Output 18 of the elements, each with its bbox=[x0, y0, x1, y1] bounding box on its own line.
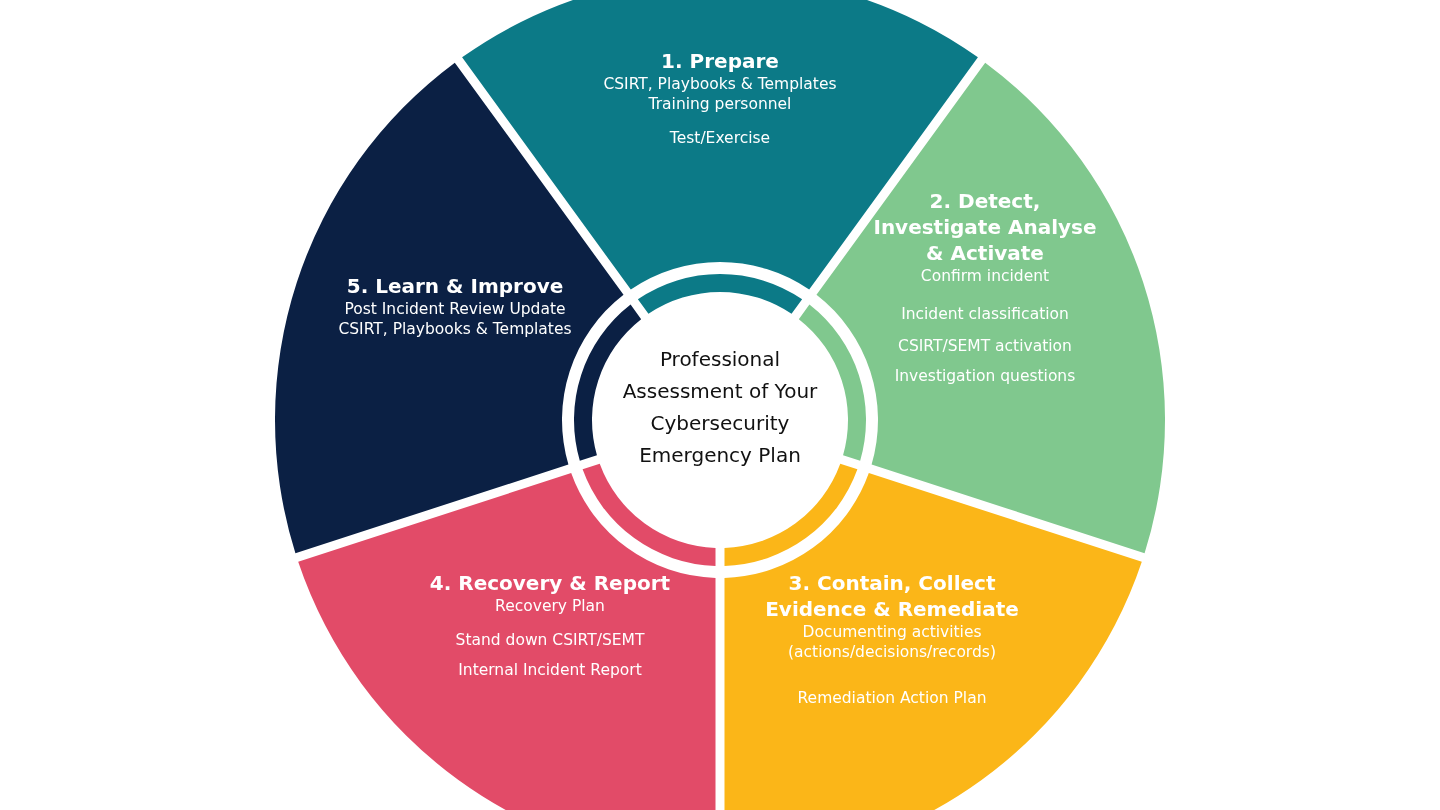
segment-text: Remediation Action Plan bbox=[796, 688, 988, 709]
segment-text: Incident classification bbox=[900, 304, 1070, 325]
segment-heading: 4. Recovery & Report bbox=[428, 570, 672, 596]
segment-heading: 1. Prepare bbox=[660, 48, 780, 74]
segment-text: Confirm incident bbox=[919, 266, 1051, 287]
segment-text: Stand down CSIRT/SEMT bbox=[454, 630, 646, 651]
segment-heading: 5. Learn & Improve bbox=[345, 273, 565, 299]
segment-text: Documenting activities (actions/decisions/records) bbox=[787, 622, 997, 663]
segment-text: Post Incident Review Update CSIRT, Playbooks & Templates bbox=[337, 299, 573, 340]
segment-text: Investigation questions bbox=[893, 366, 1077, 387]
segment-text: CSIRT/SEMT activation bbox=[897, 336, 1073, 357]
segment-text: Test/Exercise bbox=[668, 128, 772, 149]
segment-heading: 3. Contain, Collect Evidence & Remediate bbox=[764, 570, 1020, 622]
center-title: Professional Assessment of Your Cybersecurity Emergency Plan bbox=[621, 346, 819, 469]
segment-text: CSIRT, Playbooks & Templates Training personnel bbox=[602, 74, 838, 115]
segment-text: Internal Incident Report bbox=[457, 660, 643, 681]
segment-heading: 2. Detect, Investigate Analyse & Activate bbox=[872, 188, 1098, 266]
segment-text: Recovery Plan bbox=[494, 596, 606, 617]
